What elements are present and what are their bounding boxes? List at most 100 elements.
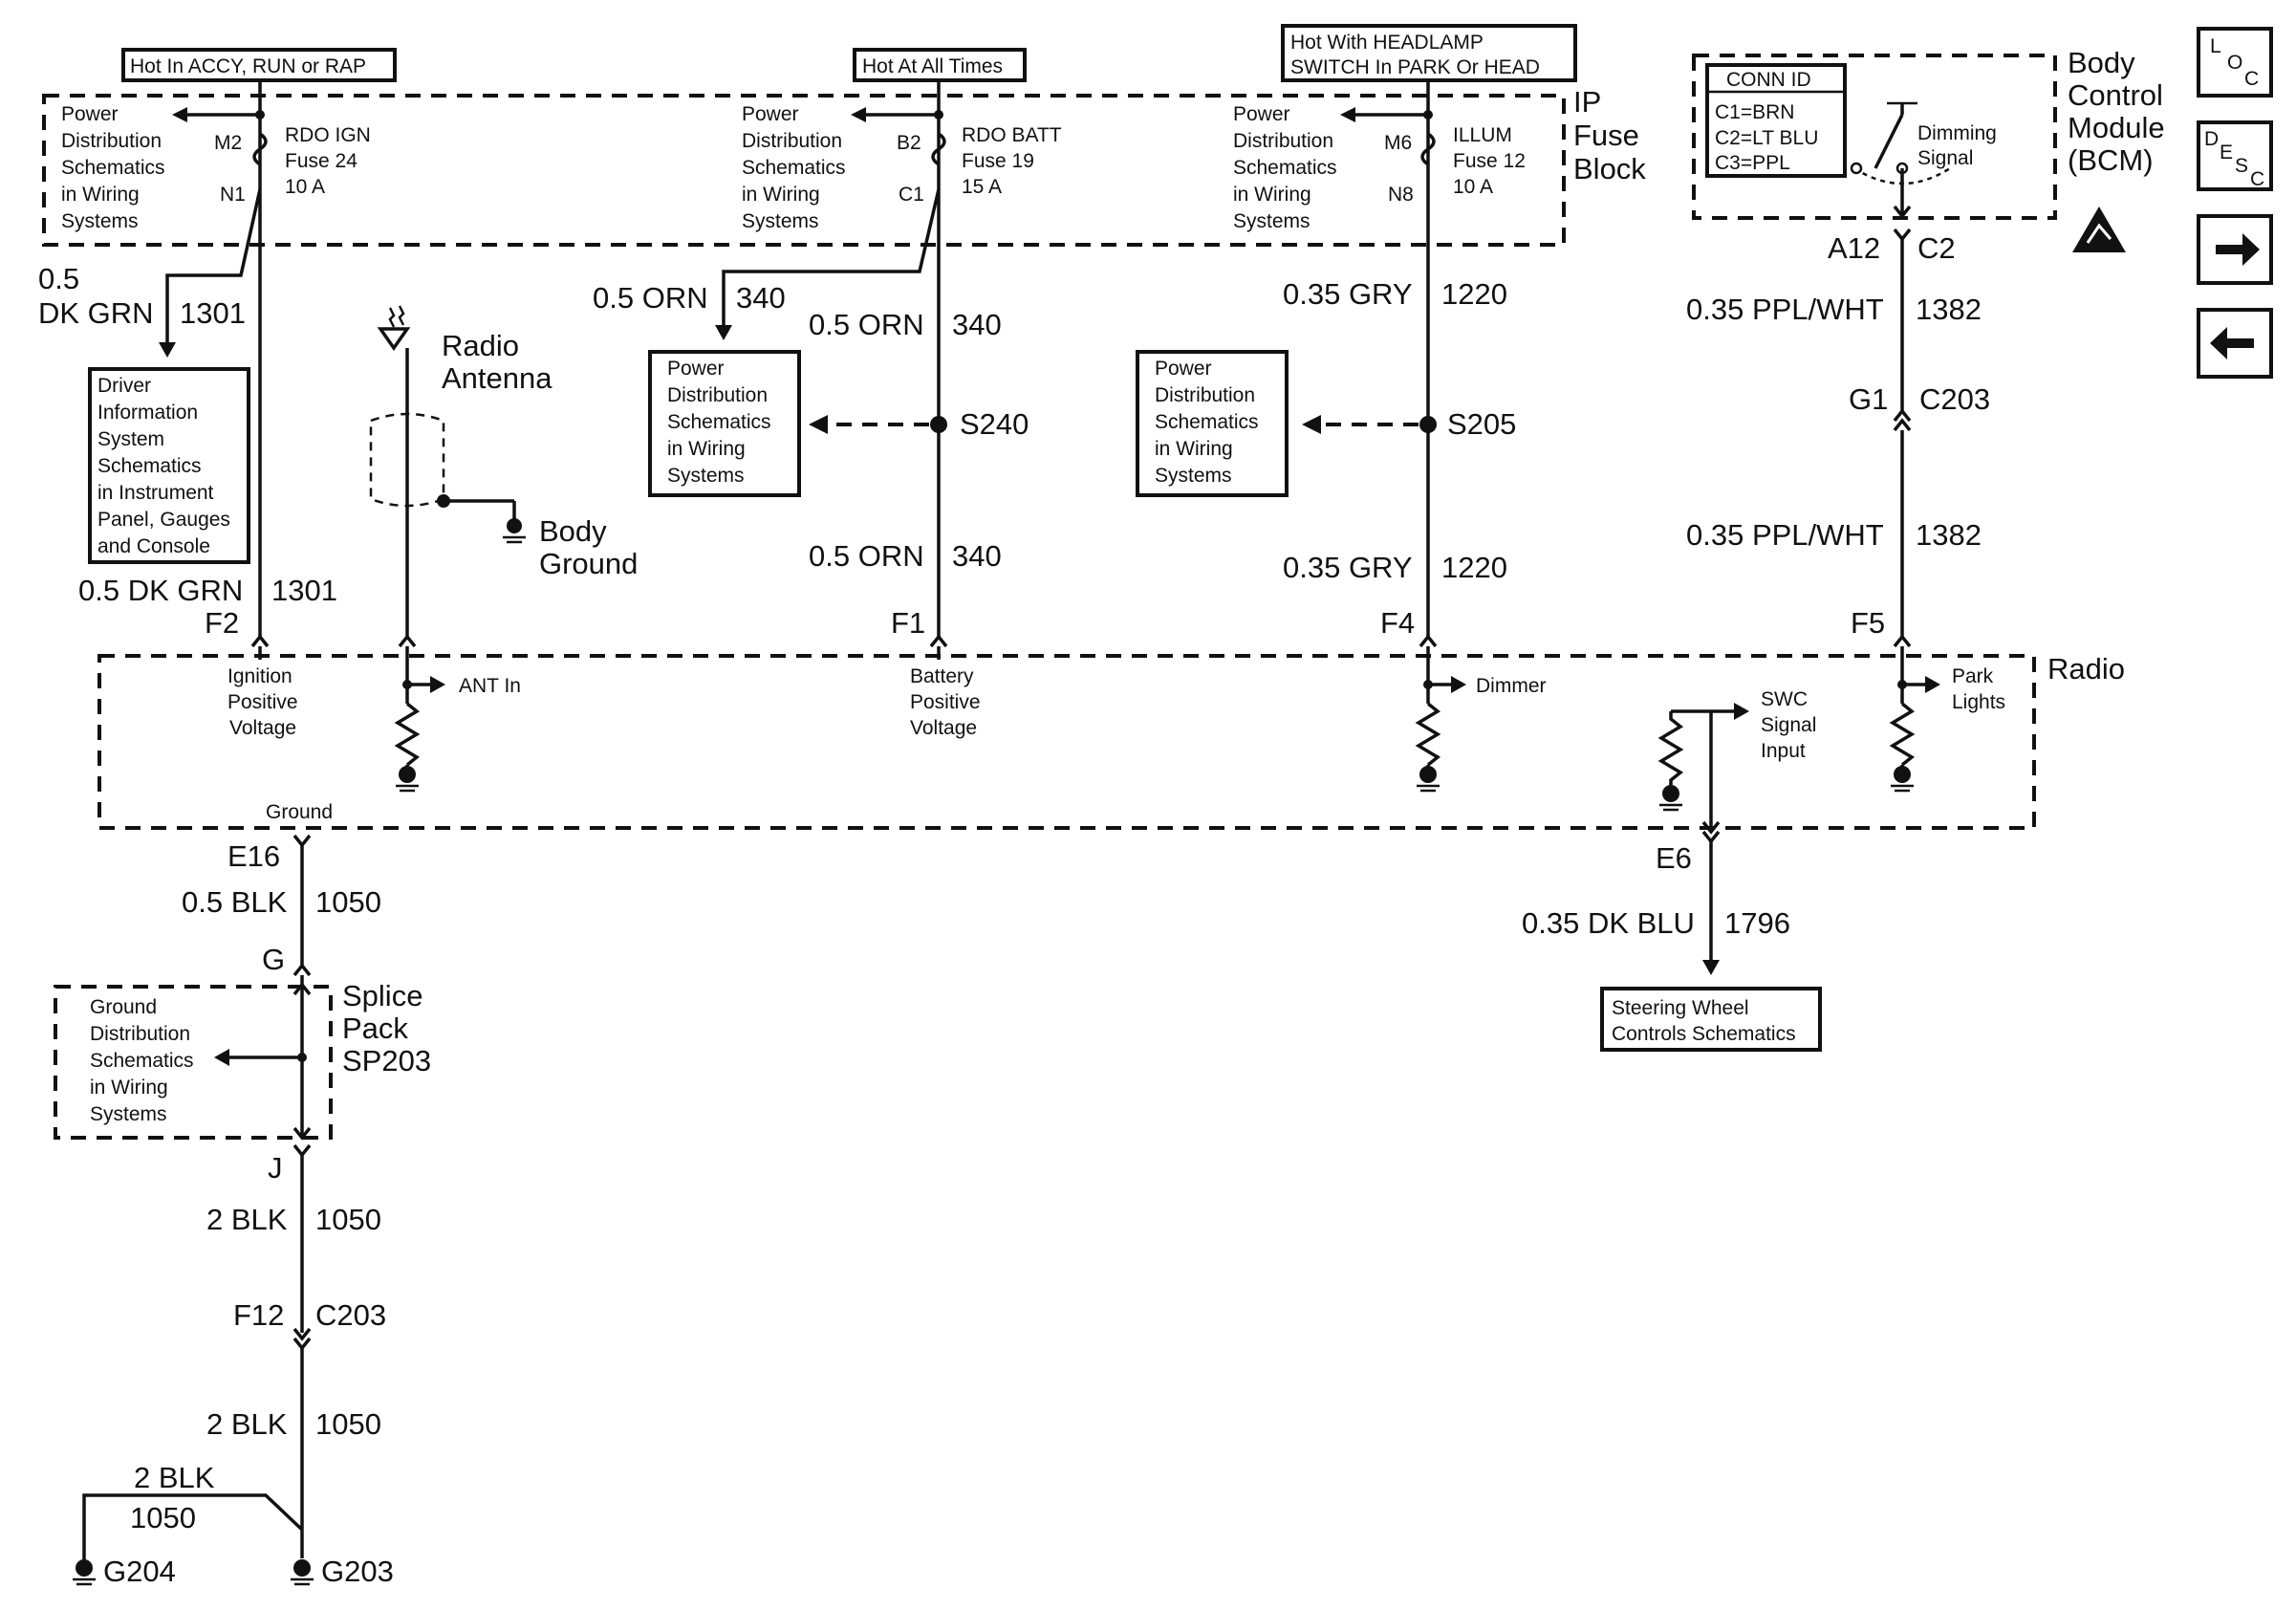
svg-text:Fuse 12: Fuse 12 <box>1453 150 1526 172</box>
svg-text:IP: IP <box>1573 85 1601 119</box>
svg-text:RDO IGN: RDO IGN <box>285 124 371 146</box>
svg-text:and Console: and Console <box>97 535 210 557</box>
location-icon[interactable]: L O C <box>2197 27 2273 98</box>
svg-text:Fuse: Fuse <box>1573 119 1639 152</box>
svg-text:Signal: Signal <box>1917 147 1973 169</box>
antenna-coax-shield: Body Ground <box>369 412 638 580</box>
svg-text:Systems: Systems <box>742 210 819 232</box>
svg-text:Driver: Driver <box>97 375 151 397</box>
svg-text:S240: S240 <box>960 407 1029 441</box>
wire-340: 0.5 ORN 340 0.5 ORN 340 S240 0.5 ORN 340… <box>593 188 1029 648</box>
svg-text:CONN ID: CONN ID <box>1726 69 1811 91</box>
svg-text:G: G <box>262 943 285 976</box>
svg-text:0.5: 0.5 <box>38 262 79 295</box>
svg-text:Systems: Systems <box>667 465 745 487</box>
svg-text:2 BLK: 2 BLK <box>206 1407 288 1441</box>
svg-text:Voltage: Voltage <box>910 717 977 739</box>
ip-fuse-block: IP Fuse Block <box>42 85 1646 247</box>
svg-text:1050: 1050 <box>315 1203 381 1236</box>
svg-text:F5: F5 <box>1851 606 1885 640</box>
svg-text:Schematics: Schematics <box>742 157 846 179</box>
svg-text:Power: Power <box>1155 358 1212 380</box>
svg-text:in Wiring: in Wiring <box>667 438 746 460</box>
radio-batt-terminal: Battery Positive Voltage <box>910 646 981 739</box>
bcm-conn-id-box: CONN ID C1=BRN C2=LT BLU C3=PPL <box>1705 63 1847 178</box>
svg-text:F1: F1 <box>891 606 925 640</box>
svg-text:Park: Park <box>1952 665 1994 687</box>
ground-g204: G204 <box>73 1555 176 1588</box>
wire-1796: E6 0.35 DK BLU 1796 <box>1522 841 1790 975</box>
svg-text:10 A: 10 A <box>1453 176 1493 198</box>
svg-text:Schematics: Schematics <box>61 157 165 179</box>
radio-ign-terminal: Ignition Positive Voltage <box>227 646 298 739</box>
svg-text:1301: 1301 <box>271 574 337 607</box>
svg-text:C2: C2 <box>1917 231 1956 265</box>
svg-text:Antenna: Antenna <box>442 361 552 395</box>
svg-text:Power: Power <box>61 103 119 125</box>
svg-text:Schematics: Schematics <box>1233 157 1337 179</box>
svg-text:Distribution: Distribution <box>1233 130 1333 152</box>
svg-text:C1: C1 <box>899 184 924 206</box>
radio-ant-terminal: ANT In <box>394 646 521 793</box>
svg-text:1301: 1301 <box>180 296 246 330</box>
svg-text:Systems: Systems <box>61 210 139 232</box>
svg-text:Distribution: Distribution <box>61 130 162 152</box>
svg-text:in Wiring: in Wiring <box>61 184 140 206</box>
svg-text:A12: A12 <box>1828 231 1880 265</box>
svg-text:Panel, Gauges: Panel, Gauges <box>97 509 230 531</box>
svg-text:C203: C203 <box>315 1298 386 1332</box>
svg-text:G203: G203 <box>321 1555 394 1588</box>
fuse-12: M6 N8 ILLUM Fuse 12 10 A <box>1340 80 1526 206</box>
wire-1382: A12 C2 0.35 PPL/WHT 1382 G1 C203 0.35 PP… <box>1686 168 1990 648</box>
description-icon[interactable]: D E S C <box>2197 120 2273 191</box>
svg-text:Ground: Ground <box>266 801 333 823</box>
svg-text:Signal: Signal <box>1761 714 1816 736</box>
svg-text:0.5 ORN: 0.5 ORN <box>809 539 924 573</box>
svg-text:Steering Wheel: Steering Wheel <box>1612 997 1749 1019</box>
power-label-illumination: Hot With HEADLAMP SWITCH In PARK Or HEAD <box>1281 24 1577 82</box>
svg-text:15 A: 15 A <box>962 176 1002 198</box>
svg-text:Radio: Radio <box>2047 652 2125 685</box>
svg-text:Controls Schematics: Controls Schematics <box>1612 1023 1796 1045</box>
svg-text:D: D <box>2204 128 2219 150</box>
svg-text:0.35 GRY: 0.35 GRY <box>1283 277 1413 311</box>
fuse-pd-text-2: Power Distribution Schematics in Wiring … <box>742 103 846 232</box>
svg-text:N8: N8 <box>1388 184 1414 206</box>
radio-dimmer-terminal: Dimmer <box>1415 646 1547 793</box>
forward-arrow-icon[interactable] <box>2197 214 2273 285</box>
svg-text:SWITCH In PARK Or HEAD: SWITCH In PARK Or HEAD <box>1290 56 1540 78</box>
svg-text:SP203: SP203 <box>342 1044 431 1077</box>
svg-text:ILLUM: ILLUM <box>1453 124 1512 146</box>
svg-text:J: J <box>268 1151 283 1185</box>
svg-text:C1=BRN: C1=BRN <box>1715 101 1794 123</box>
svg-text:Fuse 19: Fuse 19 <box>962 150 1034 172</box>
svg-text:Distribution: Distribution <box>667 384 768 406</box>
svg-text:0.5 ORN: 0.5 ORN <box>593 281 708 315</box>
svg-text:DK GRN: DK GRN <box>38 296 154 330</box>
radio-module: Radio <box>97 652 2125 830</box>
back-arrow-icon[interactable] <box>2197 308 2273 379</box>
svg-text:N1: N1 <box>220 184 246 206</box>
svg-text:SWC: SWC <box>1761 688 1808 710</box>
power-dist-ref-box-2: Power Distribution Schematics in Wiring … <box>1136 350 1289 497</box>
svg-text:Dimming: Dimming <box>1917 122 1997 144</box>
svg-text:in Wiring: in Wiring <box>90 1077 168 1099</box>
svg-text:340: 340 <box>952 539 1002 573</box>
svg-text:1220: 1220 <box>1441 277 1507 311</box>
esd-sensitive-icon <box>2072 207 2126 252</box>
svg-text:in Wiring: in Wiring <box>1233 184 1311 206</box>
ground-branch-g204: 2 BLK 1050 <box>82 1461 304 1564</box>
svg-text:Ground: Ground <box>90 996 157 1018</box>
svg-text:1796: 1796 <box>1724 906 1790 940</box>
wire-1220: 0.35 GRY 1220 S205 0.35 GRY 1220 F4 <box>1283 189 1516 648</box>
svg-text:Module: Module <box>2068 111 2165 144</box>
svg-text:E: E <box>2220 141 2233 163</box>
svg-text:340: 340 <box>952 308 1002 341</box>
svg-text:C3=PPL: C3=PPL <box>1715 152 1790 174</box>
svg-text:S: S <box>2235 155 2248 177</box>
svg-text:in Instrument: in Instrument <box>97 482 214 504</box>
svg-text:0.35 PPL/WHT: 0.35 PPL/WHT <box>1686 293 1884 326</box>
svg-text:Fuse 24: Fuse 24 <box>285 150 357 172</box>
svg-text:Schematics: Schematics <box>97 455 202 477</box>
